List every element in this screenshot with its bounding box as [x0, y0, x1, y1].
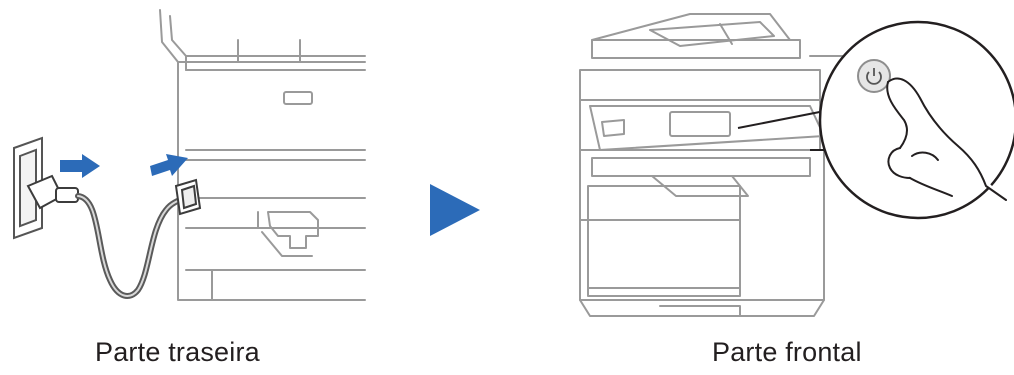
play-triangle-icon — [428, 184, 482, 236]
rear-caption: Parte traseira — [95, 337, 260, 368]
rear-view-illustration: Parte traseira — [0, 0, 380, 375]
front-view-illustration: Parte frontal — [560, 0, 1014, 375]
arrow-right-icon — [60, 154, 100, 178]
arrow-right-icon — [150, 154, 188, 176]
front-caption: Parte frontal — [712, 337, 862, 368]
rear-machine-drawing — [0, 0, 380, 330]
front-machine-drawing — [560, 0, 1014, 330]
